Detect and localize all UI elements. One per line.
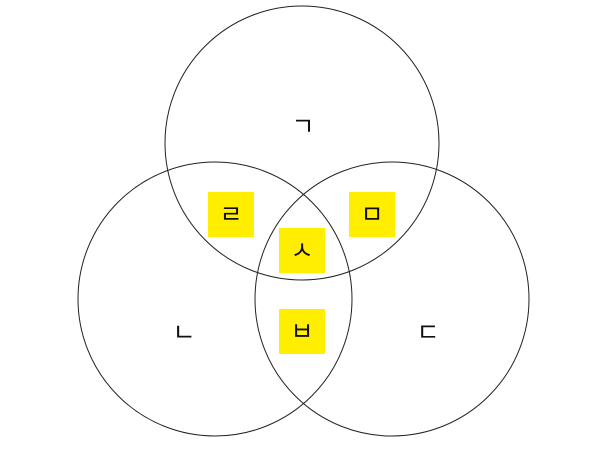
region-left-right-label: ㅂ <box>279 309 325 354</box>
circle-left <box>77 161 353 437</box>
region-top-right-label: ㅁ <box>349 192 395 237</box>
region-right-only-label: ㄷ <box>416 317 440 347</box>
region-top-left-label: ㄹ <box>208 192 254 237</box>
region-left-only-label: ㄴ <box>172 317 196 347</box>
region-top-only-label: ㄱ <box>291 111 315 141</box>
circle-top <box>164 5 440 281</box>
circle-right <box>254 161 530 437</box>
region-all-three-label: ㅅ <box>279 228 325 273</box>
